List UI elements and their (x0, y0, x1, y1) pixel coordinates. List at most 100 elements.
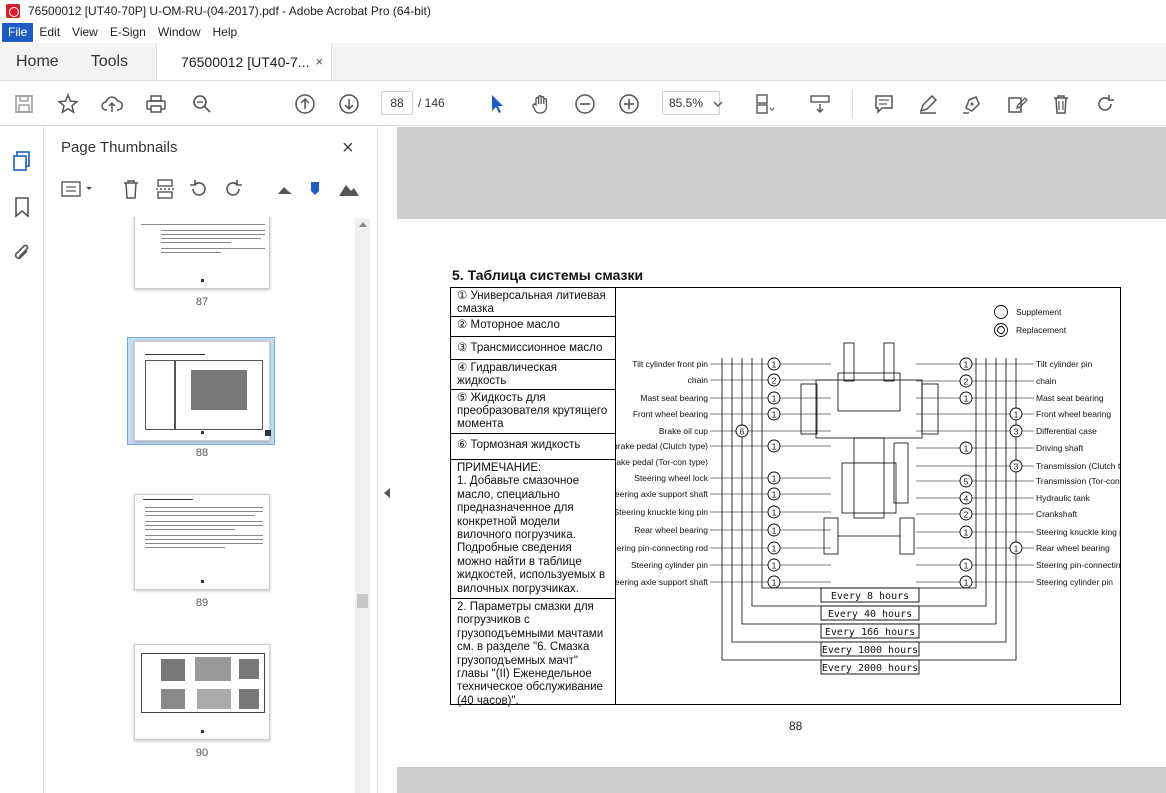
rotate-counterclockwise-icon[interactable] (187, 177, 211, 201)
zoom-out-icon[interactable] (573, 92, 597, 116)
close-tab-icon[interactable]: × (315, 54, 324, 69)
right-point-code: 1 (964, 360, 969, 370)
right-point-marker (959, 575, 973, 589)
rotate-clockwise-icon[interactable] (221, 177, 245, 201)
left-point-marker (767, 407, 781, 421)
replacement-key-inner-circle (997, 326, 1005, 334)
page-number: 88 (789, 719, 803, 733)
left-point-code: 1 (772, 561, 777, 571)
bookmarks-icon[interactable] (10, 195, 34, 219)
sign-pen-icon[interactable] (960, 92, 984, 116)
thumbnail-text-line (161, 238, 261, 239)
thumbnail-page[interactable] (134, 494, 270, 590)
thumbnail-figure-mark (161, 659, 185, 681)
next-page-icon[interactable] (337, 92, 361, 116)
left-point-label: Steering cylinder pin (631, 560, 708, 570)
attachments-icon[interactable] (10, 241, 34, 265)
document-view[interactable]: 5. Таблица системы смазки ① Универсальна… (397, 127, 1166, 793)
left-point-label: Steering pin-connecting rod (616, 543, 708, 553)
left-point-marker (767, 523, 781, 537)
zoom-search-icon[interactable] (190, 92, 214, 116)
thumbnail-figure-mark (197, 689, 231, 709)
right-point-marker (959, 558, 973, 572)
menu-window[interactable]: Window (157, 25, 201, 39)
tab-document[interactable]: 76500012 [UT40-7... × (156, 43, 333, 80)
thumbnail-page-dot (201, 580, 204, 583)
save-icon[interactable] (12, 92, 36, 116)
right-point-label: Mast seat bearing (1036, 393, 1104, 403)
bookmark-star-icon[interactable] (56, 92, 80, 116)
insert-pages-icon[interactable] (153, 177, 177, 201)
lubricant-legend-table: ① Универсальная литиевая смазка ② Моторн… (450, 287, 616, 707)
previous-page-icon[interactable] (293, 92, 317, 116)
page-display-icon[interactable] (752, 92, 776, 116)
thumbnail-label: 88 (195, 447, 209, 459)
thumbnail-size-large-icon[interactable] (337, 177, 361, 201)
thumbnail-label: 90 (195, 747, 209, 759)
right-point-label: Steering cylinder pin (1036, 577, 1113, 587)
tab-home[interactable]: Home (16, 52, 59, 70)
zoom-dropdown-chevron-icon[interactable] (712, 92, 724, 116)
thumbnail-size-slider-icon[interactable] (303, 177, 327, 201)
select-cursor-icon[interactable] (485, 92, 509, 116)
right-point-label: Crankshaft (1036, 509, 1078, 519)
scrolling-mode-icon[interactable] (808, 92, 832, 116)
transmission-body (853, 437, 885, 519)
right-point-label: Differential case (1036, 426, 1097, 436)
legend-row: ⑥ Тормозная жидкость (451, 434, 615, 460)
hand-tool-icon[interactable] (529, 92, 553, 116)
interval-box (820, 641, 920, 657)
front-left-wheel (800, 383, 818, 435)
thumbnail-page[interactable] (134, 217, 270, 289)
thumbnail-page-current[interactable] (134, 341, 271, 441)
right-point-marker (959, 507, 973, 521)
thumbnail-text-line (161, 242, 231, 243)
interval-label: Every 166 hours (825, 627, 915, 638)
thumbnail-text-line (145, 525, 263, 526)
thumbnail-diagram-mark (191, 370, 247, 410)
tab-tools[interactable]: Tools (90, 52, 129, 70)
thumbnail-text-line (145, 539, 263, 540)
delete-pages-icon[interactable] (119, 177, 143, 201)
thumbnail-scrollbar[interactable] (355, 218, 370, 793)
thumbnail-figure-mark (161, 689, 185, 709)
menu-bar: File Edit View E-Sign Window Help (0, 22, 1166, 43)
redo-rotate-icon[interactable] (1093, 92, 1117, 116)
scrollbar-thumb[interactable] (357, 594, 368, 608)
main-toolbar: 88 / 146 85.5% (0, 82, 1166, 126)
delete-trash-icon[interactable] (1049, 92, 1073, 116)
thumbnail-page-dot (201, 730, 204, 733)
page-thumbnails-icon[interactable] (10, 149, 34, 173)
thumbnail-size-small-icon[interactable] (273, 177, 297, 201)
page-total: / 146 (418, 96, 445, 110)
fill-sign-icon[interactable] (1005, 92, 1029, 116)
zoom-in-icon[interactable] (617, 92, 641, 116)
right-point-marker (1009, 459, 1023, 473)
menu-view[interactable]: View (72, 25, 98, 39)
right-point-marker (1009, 541, 1023, 555)
hydraulic-tank-outline (893, 442, 909, 504)
right-point-code: 1 (964, 578, 969, 588)
left-point-code: 6 (740, 427, 745, 437)
panel-close-icon[interactable]: × (342, 137, 354, 159)
window-title: 76500012 [UT40-70P] U-OM-RU-(04-2017).pd… (28, 4, 431, 18)
scroll-up-arrow-icon[interactable] (359, 222, 367, 227)
menu-edit[interactable]: Edit (39, 25, 61, 39)
zoom-level-select[interactable]: 85.5% (662, 91, 720, 115)
print-icon[interactable] (144, 92, 168, 116)
right-point-label: Steering pin-connecting rod (1036, 560, 1121, 570)
highlight-pen-icon[interactable] (916, 92, 940, 116)
upload-cloud-icon[interactable] (100, 92, 124, 116)
collapse-arrow-icon[interactable] (384, 488, 390, 498)
right-point-marker (959, 441, 973, 455)
page-number-input[interactable]: 88 (381, 91, 413, 115)
panel-collapse-handle[interactable] (377, 127, 397, 793)
menu-file[interactable]: File (2, 23, 34, 42)
menu-esign[interactable]: E-Sign (109, 25, 146, 39)
left-point-label: Tilt cylinder front pin (632, 359, 708, 369)
thumbnail-page[interactable] (134, 644, 270, 740)
options-menu-icon[interactable] (59, 177, 97, 201)
menu-help[interactable]: Help (212, 25, 238, 39)
comment-icon[interactable] (872, 92, 896, 116)
